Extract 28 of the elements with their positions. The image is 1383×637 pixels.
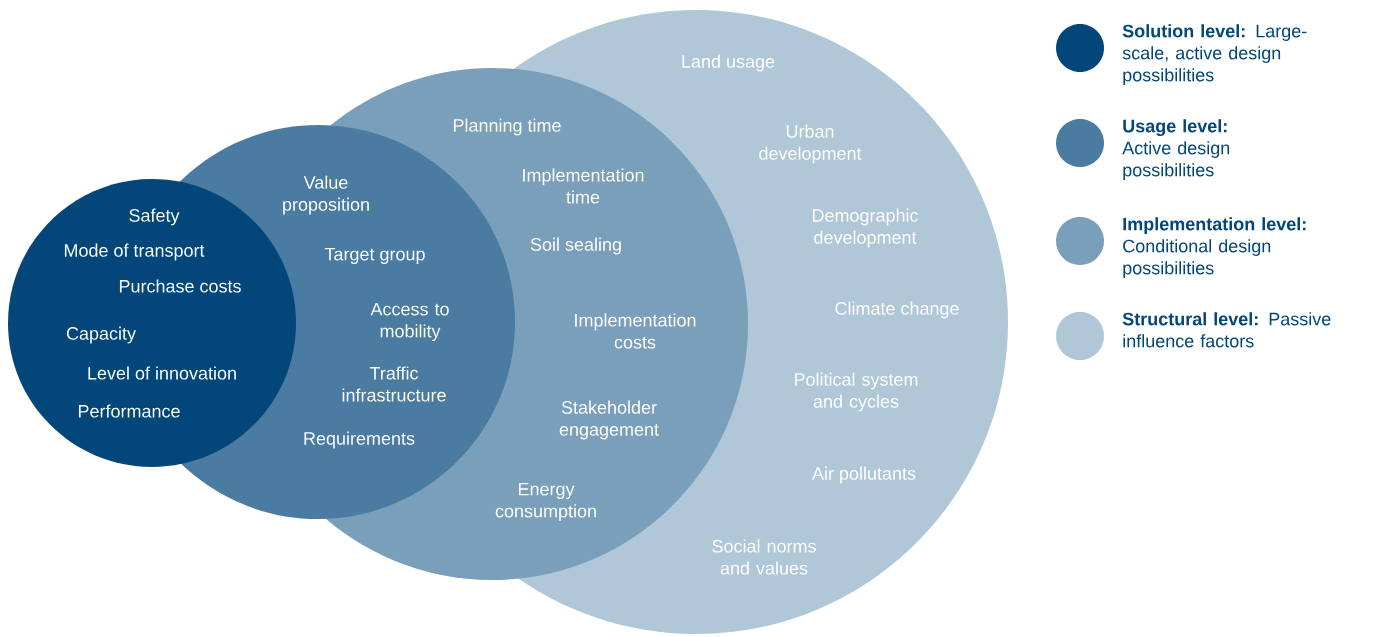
factor-label: Safety: [129, 208, 180, 226]
factor-label: Air pollutants: [812, 466, 916, 484]
factor-label: Energy consumption: [495, 482, 596, 522]
factor-label: Mode of transport: [64, 243, 205, 261]
factor-label: Performance: [78, 404, 180, 418]
factor-label: Target group: [324, 247, 425, 265]
factor-label: Urban development: [759, 124, 862, 164]
factor-label: Access to mobility: [370, 302, 449, 342]
factor-label: Stakeholder engagement: [559, 400, 659, 440]
factor-label: Purchase costs: [119, 279, 241, 293]
legend-label: Solution level: Large-scale, active design possibilities: [1122, 24, 1307, 85]
factor-label: Implementation costs: [575, 313, 696, 349]
factor-label: Traffic infrastructure: [342, 366, 446, 402]
factor-label: Capacity: [66, 326, 136, 344]
factor-label: Soil sealing: [530, 237, 621, 255]
factor-label: Political system and cycles: [794, 372, 918, 412]
factor-label: Climate change: [835, 301, 959, 319]
legend-label: Structural level: Passive influence factors: [1122, 312, 1331, 348]
factor-label: Value proposition: [283, 175, 369, 215]
factor-label: Land usage: [682, 54, 775, 72]
factor-label: Requirements: [304, 431, 415, 449]
legend-label: Usage level: Active design possibilities: [1122, 119, 1230, 180]
factor-label: Planning time: [453, 118, 561, 136]
factor-label: Level of innovation: [88, 366, 236, 380]
factor-label: Social norms and values: [712, 539, 816, 575]
factor-label: Demographic development: [812, 208, 919, 248]
factor-label: Implementation time: [523, 168, 644, 204]
legend-label: Implementation level: Conditional design possibilities: [1123, 217, 1306, 278]
